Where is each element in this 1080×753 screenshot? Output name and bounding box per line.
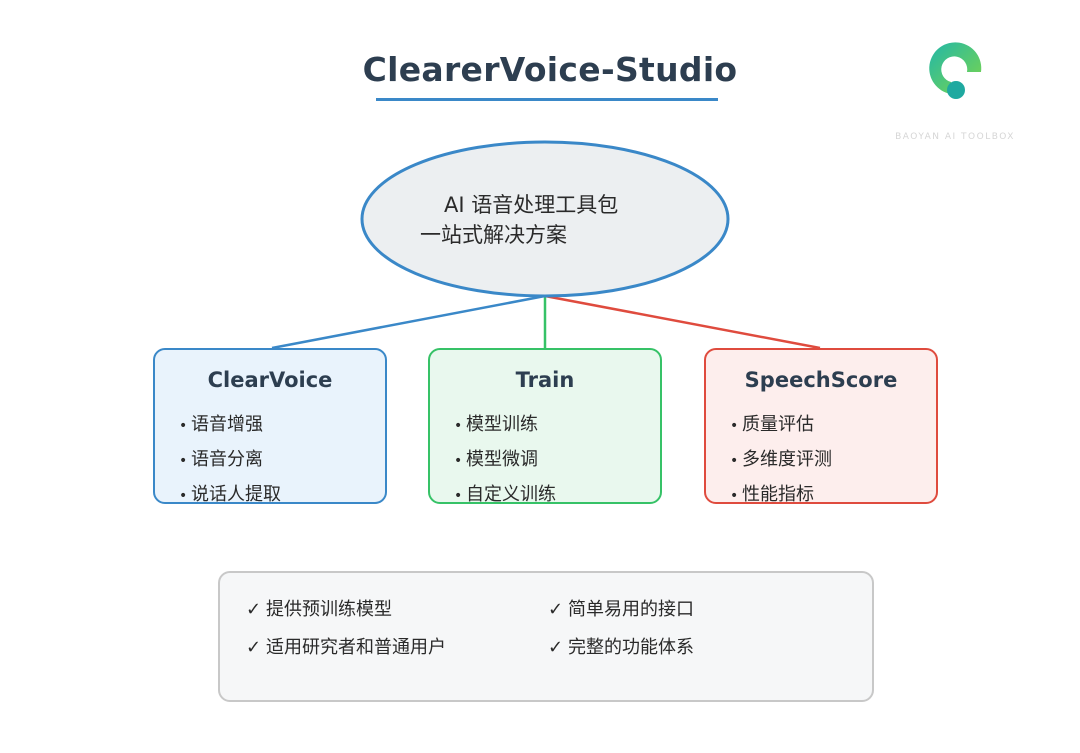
card-item-list: •语音增强 •语音分离 •说话人提取 [179, 408, 281, 513]
feature-item: ✓适用研究者和普通用户 [246, 637, 446, 658]
hub-ellipse [360, 140, 730, 298]
card-item-list: •质量评估 •多维度评测 •性能指标 [730, 408, 832, 513]
bullet-icon: • [454, 418, 463, 434]
bullet-icon: • [179, 453, 188, 469]
bullet-icon: • [454, 488, 463, 504]
list-item: •说话人提取 [179, 478, 281, 513]
hub-label: AI 语音处理工具包 一站式解决方案 [420, 190, 680, 250]
feature-item: ✓简单易用的接口 [548, 599, 694, 620]
bullet-icon: • [179, 418, 188, 434]
card-title: ClearVoice [207, 368, 333, 392]
bullet-icon: • [179, 488, 188, 504]
brand-logo-icon [929, 42, 982, 99]
hub-line-2: 一站式解决方案 [420, 223, 567, 247]
connector-speechscore [544, 294, 821, 350]
check-icon: ✓ [548, 599, 564, 620]
bullet-icon: • [730, 488, 739, 504]
card-clearvoice: ClearVoice •语音增强 •语音分离 •说话人提取 [153, 348, 387, 505]
feature-item: ✓完整的功能体系 [548, 637, 694, 658]
list-item: •性能指标 [730, 478, 832, 513]
feature-item: ✓提供预训练模型 [246, 599, 392, 620]
card-title: Train [515, 368, 575, 392]
list-item: •模型训练 [454, 408, 556, 443]
list-item: •多维度评测 [730, 443, 832, 478]
features-box: ✓提供预训练模型 ✓简单易用的接口 ✓适用研究者和普通用户 ✓完整的功能体系 [218, 571, 874, 702]
title-underline [376, 98, 718, 101]
list-item: •语音增强 [179, 408, 281, 443]
list-item: •自定义训练 [454, 478, 556, 513]
watermark: BAOYAN AI TOOLBOX [855, 32, 1055, 157]
check-icon: ✓ [246, 599, 262, 620]
bullet-icon: • [730, 418, 739, 434]
bullet-icon: • [454, 453, 463, 469]
card-item-list: •模型训练 •模型微调 •自定义训练 [454, 408, 556, 513]
connector-clearvoice [271, 294, 546, 350]
list-item: •语音分离 [179, 443, 281, 478]
list-item: •模型微调 [454, 443, 556, 478]
card-speechscore: SpeechScore •质量评估 •多维度评测 •性能指标 [704, 348, 938, 505]
check-icon: ✓ [548, 637, 564, 658]
watermark-text: BAOYAN AI TOOLBOX [895, 132, 1015, 142]
bullet-icon: • [730, 453, 739, 469]
check-icon: ✓ [246, 637, 262, 658]
hub-line-1: AI 语音处理工具包 [444, 193, 619, 217]
card-title: SpeechScore [744, 368, 898, 392]
card-train: Train •模型训练 •模型微调 •自定义训练 [428, 348, 662, 505]
diagram-title: ClearerVoice-Studio [362, 50, 738, 89]
list-item: •质量评估 [730, 408, 832, 443]
